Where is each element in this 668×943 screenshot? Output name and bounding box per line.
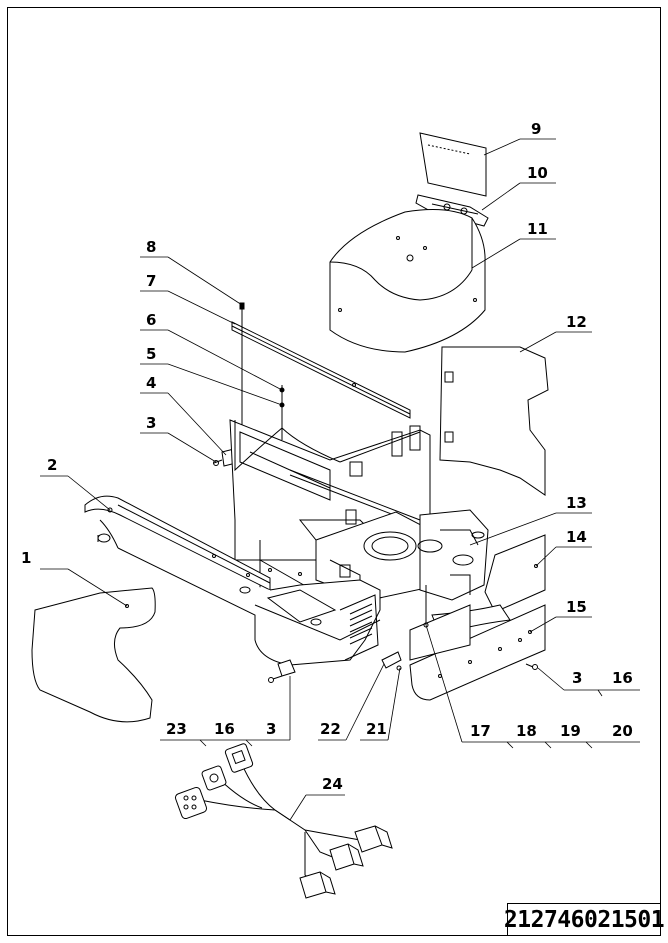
callout-14: 14: [566, 528, 587, 546]
callout-3-bottom: 3: [266, 720, 276, 738]
connector-e: [329, 843, 364, 871]
leader-lines: [40, 138, 640, 821]
callout-10: 10: [527, 164, 548, 182]
callout-19: 19: [560, 722, 581, 740]
part-5-6-fasteners: [279, 385, 285, 440]
callout-1: 1: [21, 549, 31, 567]
part-12-side-panel: [439, 346, 549, 496]
part-21-22-hardware: [381, 651, 402, 671]
callout-13: 13: [566, 494, 587, 512]
callout-9: 9: [531, 120, 541, 138]
callout-6: 6: [146, 311, 156, 329]
lower-tray: [117, 547, 381, 666]
part-13-cradle: [417, 509, 489, 601]
callout-labels: 1 2 3 4 5 6 7 8 9 10 11 12 13 14 15 3 16…: [21, 120, 633, 793]
spacer-block: [409, 585, 471, 661]
callout-15: 15: [566, 598, 587, 616]
callout-12: 12: [566, 313, 587, 331]
callout-4: 4: [146, 374, 156, 392]
callout-21: 21: [366, 720, 387, 738]
part-9-cover-plate: [419, 132, 487, 197]
drawing-number-box: 212746021501: [504, 903, 665, 936]
callout-24: 24: [322, 775, 343, 793]
callout-3-right: 3: [572, 669, 582, 687]
part-16-screw: [525, 663, 538, 670]
drawing-frame: [7, 7, 661, 936]
callout-3: 3: [146, 414, 156, 432]
connector-d: [354, 825, 393, 853]
callout-2: 2: [47, 456, 57, 474]
connector-b: [201, 765, 227, 791]
callout-8: 8: [146, 238, 156, 256]
part-14-panel: [484, 534, 546, 613]
callout-20: 20: [612, 722, 633, 740]
part-1-floor-mat: [31, 587, 156, 723]
callout-18: 18: [516, 722, 537, 740]
callout-5: 5: [146, 345, 156, 363]
part-11-seat-shell: [329, 209, 486, 353]
connector-c: [174, 786, 208, 820]
connector-f: [299, 871, 336, 899]
callout-7: 7: [146, 272, 156, 290]
part-bracket-bolt: [268, 659, 296, 683]
callout-16-right: 16: [612, 669, 633, 687]
callout-22: 22: [320, 720, 341, 738]
callout-23: 23: [166, 720, 187, 738]
callout-16-bottom: 16: [214, 720, 235, 738]
part-7-rail: [231, 321, 411, 419]
part-8-bolt: [239, 302, 245, 430]
part-24-wiring-harness: [174, 743, 393, 899]
callout-11: 11: [527, 220, 548, 238]
connector-a: [224, 743, 254, 773]
callout-17: 17: [470, 722, 491, 740]
